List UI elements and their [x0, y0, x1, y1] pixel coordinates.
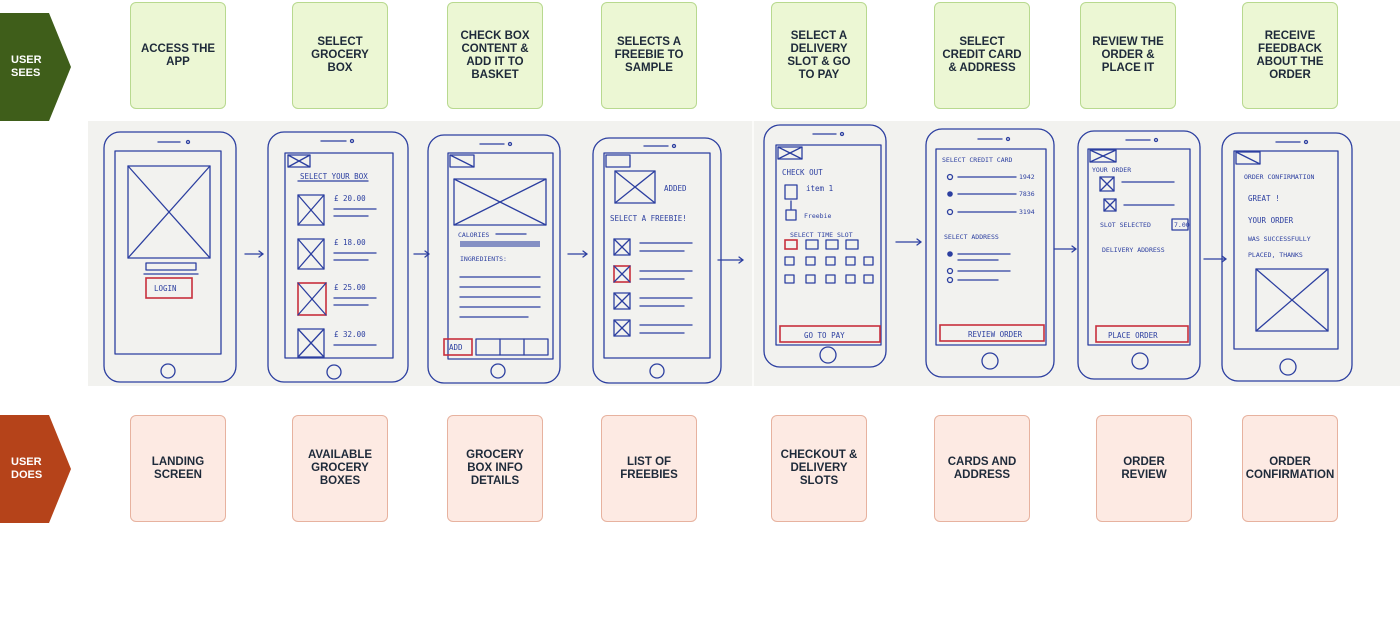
- go-to-pay-button-sketch: GO TO PAY: [804, 331, 845, 340]
- phone-freebies-sketch: ADDED SELECT A FREEBIE!: [593, 138, 721, 383]
- sees-card-6: SELECT CREDIT CARD & ADDRESS: [934, 2, 1030, 109]
- sees-card-3: CHECK BOX CONTENT & ADD IT TO BASKET: [447, 2, 543, 109]
- does-card-1-text: LANDING SCREEN: [137, 456, 219, 482]
- sees-card-5: SELECT A DELIVERY SLOT & GO TO PAY: [771, 2, 867, 109]
- does-card-5: CHECKOUT & DELIVERY SLOTS: [771, 415, 867, 522]
- calories-label-sketch: CALORIES: [458, 231, 489, 239]
- review-order-button-sketch: REVIEW ORDER: [968, 330, 1023, 339]
- phone-box-info-sketch: CALORIES INGREDIENTS: ADD: [428, 135, 560, 383]
- slot-selected-sketch: SLOT SELECTED: [1100, 221, 1151, 229]
- sees-card-5-text: SELECT A DELIVERY SLOT & GO TO PAY: [778, 30, 860, 82]
- sees-card-1: ACCESS THE APP: [130, 2, 226, 109]
- price-1-sketch: £ 20.00: [334, 194, 366, 203]
- sees-card-1-text: ACCESS THE APP: [137, 43, 219, 69]
- order-confirmation-title-sketch: ORDER CONFIRMATION: [1244, 173, 1315, 181]
- confirm-line-4-sketch: PLACED, THANKS: [1248, 251, 1303, 259]
- does-card-2-text: AVAILABLE GROCERY BOXES: [299, 449, 381, 488]
- place-order-button-sketch: PLACE ORDER: [1108, 331, 1158, 340]
- add-button-sketch: ADD: [449, 343, 463, 352]
- card-number-1-sketch: 1942: [1019, 173, 1035, 181]
- sees-card-2-text: SELECT GROCERY BOX: [299, 36, 381, 75]
- does-card-8-text: ORDER CONFIRMATION: [1246, 456, 1335, 482]
- sees-card-7-text: REVIEW THE ORDER & PLACE IT: [1087, 36, 1169, 75]
- sees-card-4: SELECTS A FREEBIE TO SAMPLE: [601, 2, 697, 109]
- does-card-2: AVAILABLE GROCERY BOXES: [292, 415, 388, 522]
- price-2-sketch: £ 18.00: [334, 238, 366, 247]
- phone-checkout-sketch: CHECK OUT item 1 Freebie SELECT TIME SLO…: [764, 125, 886, 367]
- wireframe-sketches: LOGIN SELECT YOUR BOX £ 20.00 £ 18.00 £ …: [88, 121, 1400, 386]
- sees-card-7: REVIEW THE ORDER & PLACE IT: [1080, 2, 1176, 109]
- sees-card-8-text: RECEIVE FEEDBACK ABOUT THE ORDER: [1249, 30, 1331, 82]
- ingredients-label-sketch: INGREDIENTS:: [460, 255, 507, 263]
- select-credit-card-sketch: SELECT CREDIT CARD: [942, 156, 1013, 164]
- phone-landing-sketch: LOGIN: [104, 132, 236, 382]
- user-does-row-label: USER DOES: [0, 415, 71, 523]
- check-out-title-sketch: CHECK OUT: [782, 168, 823, 177]
- sees-card-4-text: SELECTS A FREEBIE TO SAMPLE: [608, 36, 690, 75]
- select-freebie-title-sketch: SELECT A FREEBIE!: [610, 214, 687, 223]
- slot-value-sketch: 7.00: [1174, 221, 1190, 229]
- select-box-title-sketch: SELECT YOUR BOX: [300, 172, 368, 181]
- sees-card-3-text: CHECK BOX CONTENT & ADD IT TO BASKET: [454, 30, 536, 82]
- delivery-address-sketch: DELIVERY ADDRESS: [1102, 246, 1165, 254]
- confirm-line-2-sketch: YOUR ORDER: [1248, 216, 1294, 225]
- sees-card-6-text: SELECT CREDIT CARD & ADDRESS: [941, 36, 1023, 75]
- phone-cards-address-sketch: SELECT CREDIT CARD 1942 7836 3194 SELECT…: [926, 129, 1054, 377]
- phone-order-review-sketch: YOUR ORDER SLOT SELECTED 7.00 DELIVERY A…: [1078, 131, 1200, 379]
- user-sees-row-label: USER SEES: [0, 13, 71, 121]
- phone-confirmation-sketch: ORDER CONFIRMATION GREAT ! YOUR ORDER WA…: [1222, 133, 1352, 381]
- does-card-6: CARDS AND ADDRESS: [934, 415, 1030, 522]
- freebie-label-sketch: Freebie: [804, 212, 831, 220]
- added-label-sketch: ADDED: [664, 184, 687, 193]
- select-address-sketch: SELECT ADDRESS: [944, 233, 999, 241]
- does-card-4: LIST OF FREEBIES: [601, 415, 697, 522]
- does-card-3: GROCERY BOX INFO DETAILS: [447, 415, 543, 522]
- does-card-7-text: ORDER REVIEW: [1103, 456, 1185, 482]
- does-card-6-text: CARDS AND ADDRESS: [941, 456, 1023, 482]
- price-4-sketch: £ 32.00: [334, 330, 366, 339]
- price-3-sketch: £ 25.00: [334, 283, 366, 292]
- phone-select-box-sketch: SELECT YOUR BOX £ 20.00 £ 18.00 £ 25.00 …: [268, 132, 408, 382]
- does-card-3-text: GROCERY BOX INFO DETAILS: [454, 449, 536, 488]
- your-order-title-sketch: YOUR ORDER: [1092, 166, 1131, 174]
- sees-card-2: SELECT GROCERY BOX: [292, 2, 388, 109]
- item-1-label-sketch: item 1: [806, 184, 833, 193]
- login-button-sketch: LOGIN: [154, 284, 177, 293]
- card-number-3-sketch: 3194: [1019, 208, 1035, 216]
- does-card-7: ORDER REVIEW: [1096, 415, 1192, 522]
- does-card-1: LANDING SCREEN: [130, 415, 226, 522]
- sees-card-8: RECEIVE FEEDBACK ABOUT THE ORDER: [1242, 2, 1338, 109]
- card-number-2-sketch: 7836: [1019, 190, 1035, 198]
- confirm-line-3-sketch: WAS SUCCESSFULLY: [1248, 235, 1311, 243]
- user-sees-label-text: USER SEES: [11, 54, 42, 80]
- does-card-4-text: LIST OF FREEBIES: [608, 456, 690, 482]
- does-card-8: ORDER CONFIRMATION: [1242, 415, 1338, 522]
- confirm-line-1-sketch: GREAT !: [1248, 194, 1280, 203]
- select-time-slot-sketch: SELECT TIME SLOT: [790, 231, 853, 239]
- does-card-5-text: CHECKOUT & DELIVERY SLOTS: [778, 449, 860, 488]
- user-does-label-text: USER DOES: [11, 456, 42, 482]
